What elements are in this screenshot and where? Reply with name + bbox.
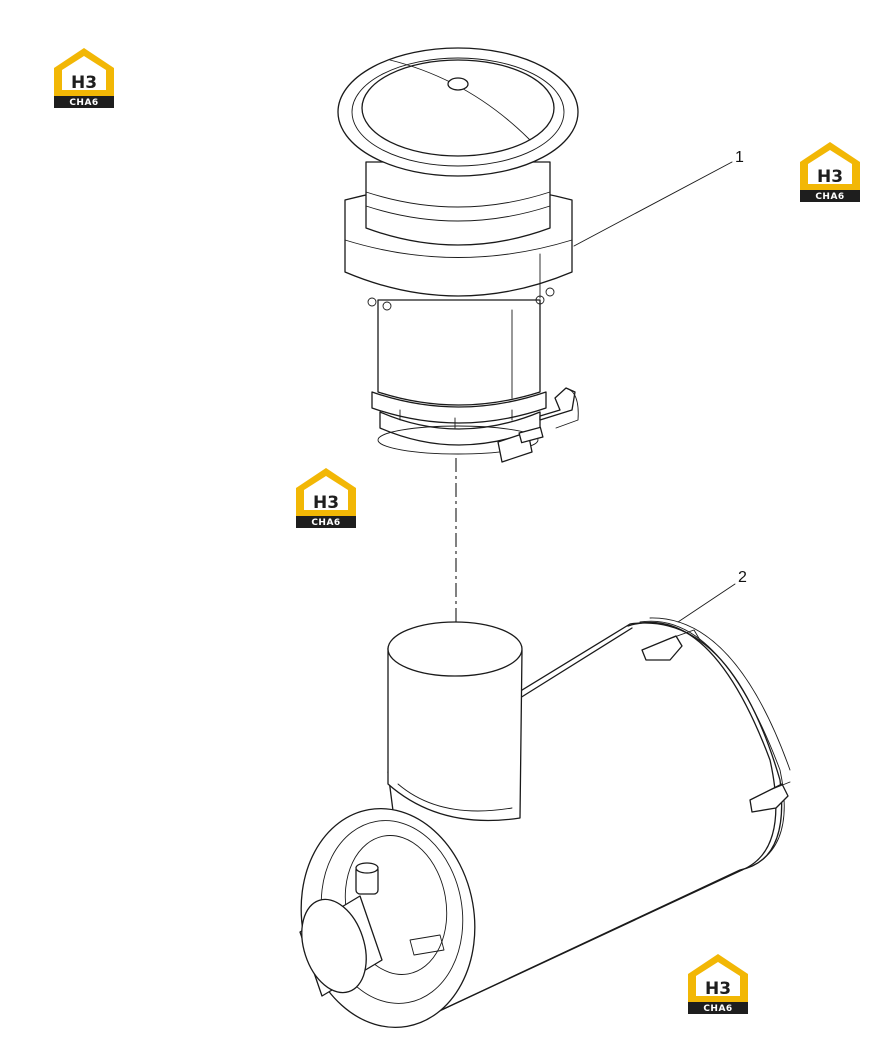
watermark-text-bottom: CHA6 xyxy=(815,192,844,202)
watermark-text-top: H3 xyxy=(313,493,339,513)
callout-1: 1 xyxy=(573,149,744,247)
watermark-text-bottom: CHA6 xyxy=(311,518,340,528)
part-1-precleaner xyxy=(337,47,579,463)
watermark-text-top: H3 xyxy=(71,73,97,93)
watermark-logo: H3 CHA6 xyxy=(688,954,748,1014)
watermark-text-bottom: CHA6 xyxy=(703,1004,732,1014)
watermark-text-top: H3 xyxy=(817,167,843,187)
callout-1-label: 1 xyxy=(735,149,744,166)
watermark-text-top: H3 xyxy=(705,979,731,999)
part-2-filter-housing xyxy=(299,617,791,1029)
watermark-logo: H3 CHA6 xyxy=(800,142,860,202)
watermark-logo: H3 CHA6 xyxy=(296,468,356,528)
callout-2-label: 2 xyxy=(738,569,747,586)
watermark-logo: H3 CHA6 xyxy=(54,48,114,108)
callout-2: 2 xyxy=(677,569,747,623)
watermark-text-bottom: CHA6 xyxy=(69,98,98,108)
